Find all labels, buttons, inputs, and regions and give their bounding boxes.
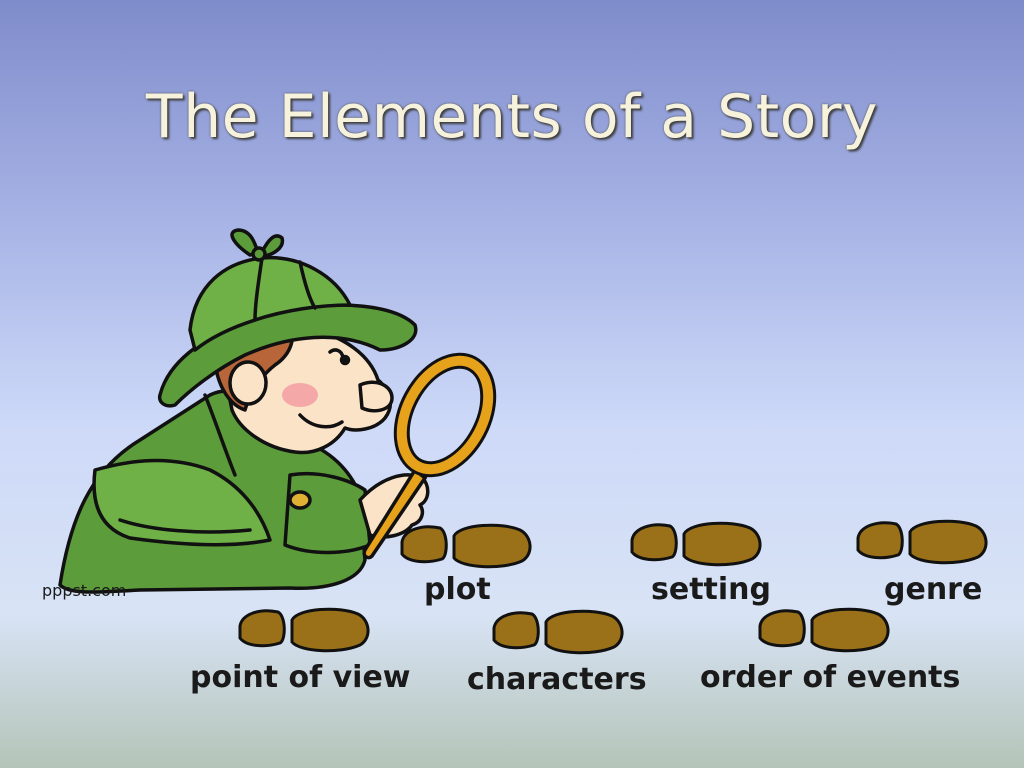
label-order-of-events: order of events (700, 660, 961, 695)
footprint-order-of-events (758, 607, 890, 653)
credit-text: pppst.com (42, 581, 127, 600)
slide-title: The Elements of a Story (145, 82, 879, 152)
label-point-of-view: point of view (190, 660, 411, 695)
footprint-characters (492, 609, 624, 655)
footprint-plot (400, 523, 532, 569)
footprint-genre (856, 519, 988, 565)
label-characters: characters (467, 662, 647, 697)
label-genre: genre (884, 572, 983, 607)
label-setting: setting (651, 572, 771, 607)
footprint-point-of-view (238, 607, 370, 653)
label-plot: plot (424, 572, 491, 607)
footprint-setting (630, 521, 762, 567)
